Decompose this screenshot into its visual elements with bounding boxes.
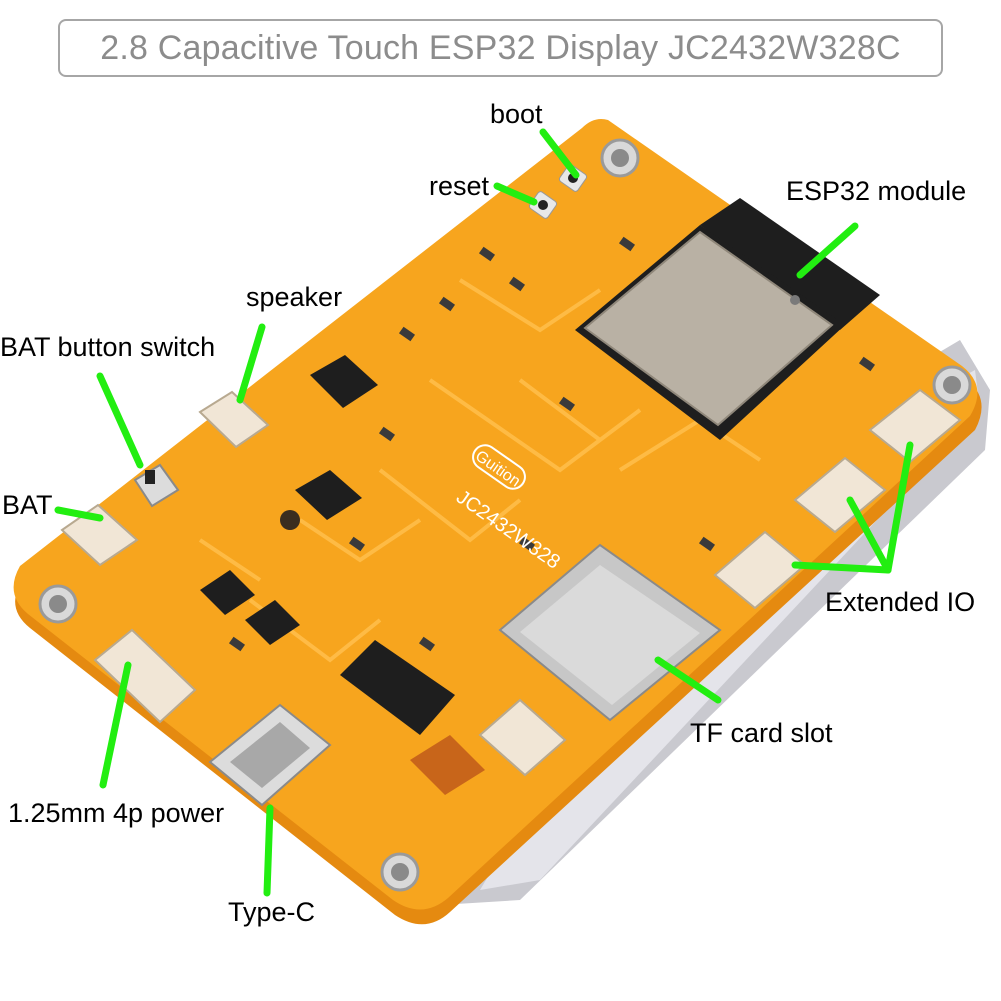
title-box: 2.8 Capacitive Touch ESP32 Display JC243… <box>58 19 943 77</box>
label-type-c: Type-C <box>228 897 316 927</box>
label-power-connector: 1.25mm 4p power <box>8 798 225 828</box>
label-bat: BAT <box>2 490 53 520</box>
callout-line-bat <box>54 506 104 522</box>
label-esp32-module: ESP32 module <box>786 176 967 206</box>
callout-line-reset <box>493 182 538 206</box>
page-title: 2.8 Capacitive Touch ESP32 Display JC243… <box>100 28 901 67</box>
esp32-module <box>575 198 880 440</box>
smd-components <box>228 236 876 652</box>
callout-line-io-1 <box>846 496 892 574</box>
callout-line-typec <box>263 804 274 897</box>
label-boot: boot <box>490 99 543 129</box>
callout-line-io-3 <box>791 561 892 574</box>
label-tf-card-slot: TF card slot <box>690 718 833 748</box>
label-extended-io: Extended IO <box>825 587 976 617</box>
callout-line-speaker <box>236 323 266 404</box>
callout-line-boot <box>539 128 580 179</box>
ic-chips <box>200 355 485 795</box>
callout-line-io-2 <box>884 441 914 574</box>
callout-line-esp32 <box>796 222 859 279</box>
callout-line-bat-switch <box>96 372 144 469</box>
label-reset: reset <box>429 171 490 201</box>
callout-line-power <box>99 661 132 789</box>
callout-lines <box>54 128 914 897</box>
label-speaker: speaker <box>246 282 343 312</box>
connectors <box>60 388 962 807</box>
mounting-holes <box>38 138 972 892</box>
callout-line-tf <box>654 656 722 704</box>
label-bat-button-switch: BAT button switch <box>0 332 216 362</box>
